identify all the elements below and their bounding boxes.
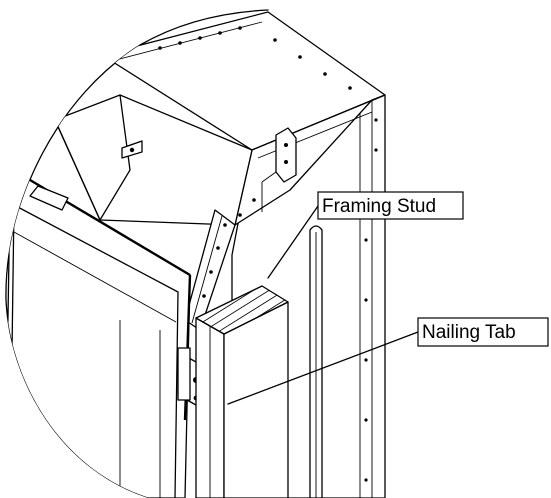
flange-holes <box>158 26 352 90</box>
framing-stud-leader <box>267 205 319 279</box>
fireplace-assembly <box>5 11 386 498</box>
nailing-tab-label: Nailing Tab <box>422 322 516 343</box>
framing-stud-label: Framing Stud <box>322 196 436 217</box>
framing-stud <box>195 285 289 498</box>
nailing-tab-callout: Nailing Tab <box>417 317 549 347</box>
corner-bracket <box>261 127 297 212</box>
vertical-rod <box>309 225 323 498</box>
front-flange <box>184 198 256 331</box>
nailing-tab-leader <box>227 331 419 405</box>
framing-stud-callout: Framing Stud <box>317 191 464 220</box>
